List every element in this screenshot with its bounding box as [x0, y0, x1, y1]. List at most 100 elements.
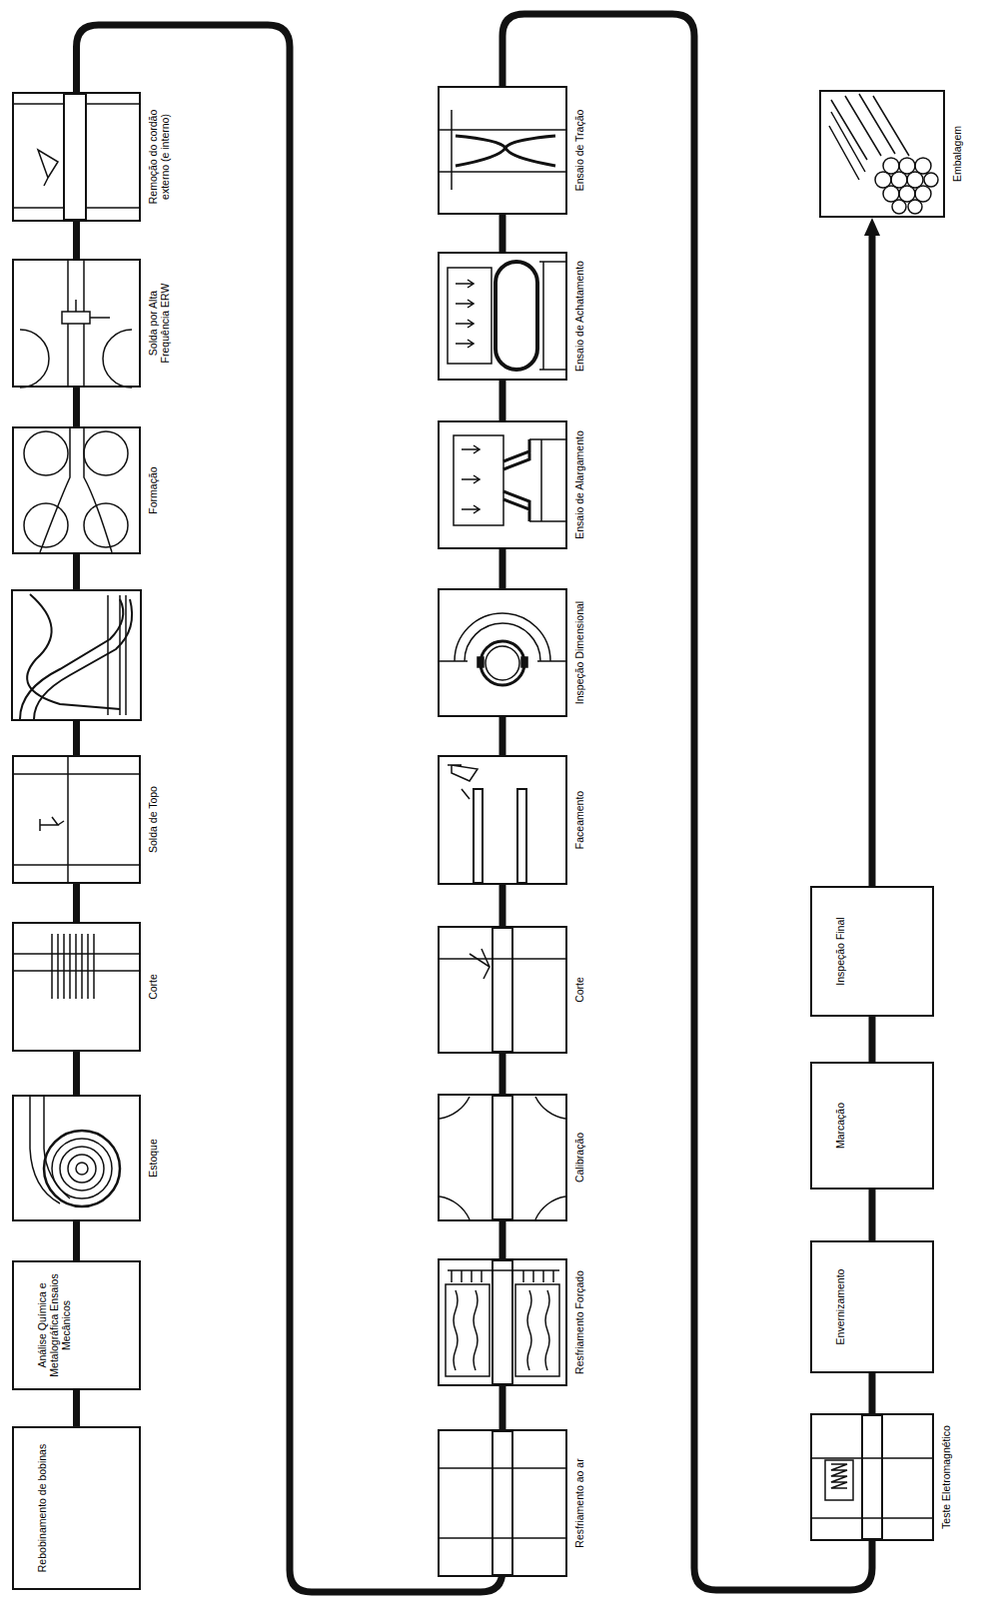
flow-line-stroke — [499, 380, 507, 421]
flow-line — [75, 884, 77, 923]
flow-line-stroke — [869, 1189, 877, 1241]
step-label: Corte — [573, 933, 586, 1047]
coil-drawing — [29, 1096, 120, 1207]
flow-line — [872, 1373, 874, 1414]
arrow-head — [864, 217, 881, 236]
flow-line-stroke — [499, 885, 507, 927]
flow-line — [502, 13, 873, 1591]
flow-line — [502, 1221, 504, 1259]
forming-rolls-drawing — [23, 428, 128, 553]
step-label: Resfriamento ao ar — [573, 1436, 586, 1571]
step-label: Resfriamento Forçado — [573, 1265, 586, 1380]
process-box: Análise Química e Metalográfica Ensaios … — [11, 1260, 141, 1391]
flow-line — [75, 1051, 77, 1095]
tensile-test-drawing — [439, 109, 566, 190]
flow-line-stroke — [869, 1373, 877, 1414]
step-label: Calibração — [573, 1100, 586, 1215]
step-label: Envernizamento — [834, 1247, 847, 1367]
flow-line-stroke — [72, 1051, 80, 1095]
step-label: Solda por Alta Frequência ERW — [146, 265, 171, 381]
process-box: Corte — [437, 926, 568, 1054]
flow-line — [502, 549, 504, 589]
process-box: Ensaio de Achatamento — [437, 251, 568, 381]
step-label: Marcação — [834, 1068, 847, 1183]
flow-line-stroke — [502, 13, 873, 1591]
process-box: Formação — [11, 426, 141, 555]
sizing-rolls-drawing — [439, 1096, 566, 1220]
process-box: Envernizamento — [810, 1240, 935, 1374]
step-label: Corte — [146, 929, 159, 1045]
flow-line-stroke — [499, 549, 507, 589]
process-box: Inspeção Final — [810, 886, 935, 1017]
process-box: Resfriamento ao ar — [437, 1429, 568, 1578]
process-box: Inspeção Dimensional — [437, 588, 568, 718]
step-label: Solda de Topo — [146, 762, 159, 878]
flow-line-stroke — [72, 1221, 80, 1261]
cutoff-drawing — [439, 949, 566, 980]
step-label: Formação — [146, 433, 159, 548]
flattening-test-drawing — [447, 261, 566, 370]
gauge-drawing — [439, 613, 566, 686]
step-label: Rebobinamento de bobinas — [35, 1433, 48, 1584]
slitting-drawing — [13, 934, 139, 999]
flaring-test-drawing — [453, 435, 566, 526]
flow-line-stroke — [869, 233, 877, 887]
flow-line — [75, 221, 77, 259]
bead-removal-drawing — [13, 93, 139, 220]
flow-line — [872, 1016, 874, 1062]
process-box: Faceamento — [437, 755, 568, 886]
erw-weld-drawing — [19, 260, 132, 388]
flow-line — [75, 387, 77, 427]
flow-line — [75, 1221, 77, 1261]
flow-line — [502, 1386, 504, 1430]
process-box: Solda por Alta Frequência ERW — [11, 258, 141, 388]
flow-line-stroke — [499, 1386, 507, 1430]
accumulator-box — [11, 590, 141, 721]
flow-line — [75, 1390, 77, 1427]
process-box: Remoção do cordão externo (e interno) — [11, 91, 141, 222]
process-box: Ensaio de Alargamento — [437, 420, 568, 550]
process-box: Estoque — [11, 1094, 141, 1222]
process-box: Marcação — [810, 1061, 935, 1190]
flow-line — [502, 885, 504, 927]
flow-line-stroke — [499, 1221, 507, 1259]
step-label: Ensaio de Tração — [573, 92, 586, 208]
process-box: Solda de Topo — [11, 755, 141, 885]
flow-line — [864, 217, 881, 887]
flow-line-stroke — [869, 1016, 877, 1062]
step-label: Teste Eletromagnético — [940, 1420, 953, 1535]
facing-drawing — [447, 765, 527, 884]
step-label: Inspeção Final — [834, 893, 847, 1010]
step-label: Remoção do cordão externo (e interno) — [146, 98, 171, 215]
flow-line — [872, 1189, 874, 1241]
step-label: Faceamento — [573, 762, 586, 879]
flow-line — [502, 1053, 504, 1094]
flow-line-stroke — [72, 387, 80, 427]
flow-line — [502, 214, 504, 252]
process-box: Corte — [11, 922, 141, 1052]
step-label: Estoque — [146, 1101, 159, 1215]
step-label: Inspeção Dimensional — [573, 595, 586, 711]
flow-line-stroke — [72, 1390, 80, 1427]
process-box: Embalagem — [819, 89, 946, 218]
process-box: Ensaio de Tração — [437, 85, 568, 215]
step-label: Embalagem — [951, 96, 964, 211]
process-box: Resfriamento Forçado — [437, 1258, 568, 1387]
eddy-current-drawing — [812, 1458, 933, 1519]
pipe-bands — [492, 928, 883, 1576]
process-box: Calibração — [437, 1093, 568, 1222]
step-label: Análise Química e Metalográfica Ensaios … — [35, 1267, 72, 1384]
step-label: Ensaio de Alargamento — [573, 427, 586, 543]
flow-line-stroke — [72, 221, 80, 259]
flow-line-stroke — [499, 1053, 507, 1094]
air-cooling-lines — [439, 1468, 566, 1539]
forced-cooling-drawing — [445, 1270, 560, 1377]
butt-weld-drawing — [13, 757, 139, 883]
process-box: Teste Eletromagnético — [810, 1413, 935, 1542]
flow-line-stroke — [499, 214, 507, 252]
process-box: Rebobinamento de bobinas — [11, 1426, 141, 1591]
flow-line — [502, 380, 504, 421]
bundle-drawing — [829, 93, 939, 214]
flow-line-stroke — [499, 717, 507, 756]
